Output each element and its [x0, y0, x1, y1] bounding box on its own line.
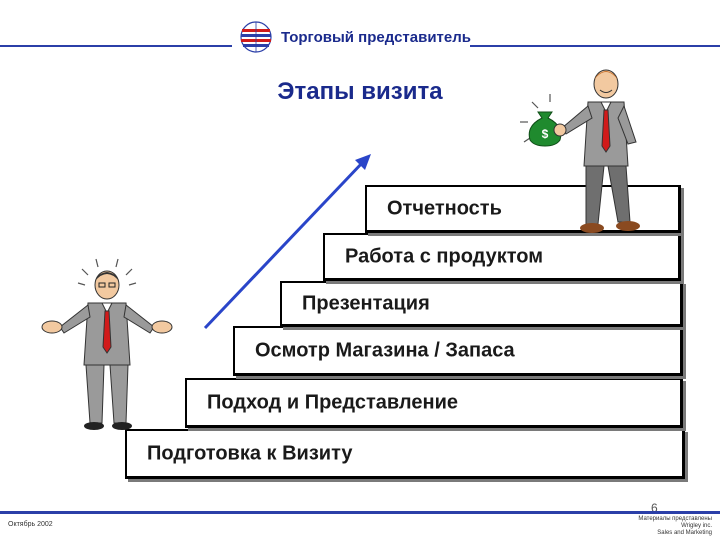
header-line-right — [470, 45, 720, 47]
step-product-work: Работа с продуктом — [323, 233, 681, 281]
step-label: Подход и Представление — [207, 391, 458, 413]
company-logo-icon — [240, 21, 272, 53]
step-preparation: Подготовка к Визиту — [125, 429, 685, 479]
step-label: Работа с продуктом — [345, 245, 544, 267]
step-store-check: Осмотр Магазина / Запаса — [233, 326, 683, 376]
header-line-left — [0, 45, 232, 47]
step-label: Презентация — [302, 292, 430, 314]
step-label: Осмотр Магазина / Запаса — [255, 339, 515, 361]
slide-title: Этапы визита — [277, 78, 443, 105]
successful-salesman-icon: $ — [520, 69, 640, 233]
footer-line — [0, 511, 720, 514]
progress-arrow-icon — [203, 154, 371, 330]
step-approach: Подход и Представление — [185, 378, 683, 428]
confused-salesman-icon — [41, 258, 173, 430]
footer-credits: Материалы представлены Wrigley inc. Sale… — [592, 516, 712, 537]
footer-date: Октябрь 2002 — [8, 521, 53, 528]
svg-text:$: $ — [542, 127, 549, 141]
footer-credit-line: Материалы представлены — [638, 516, 712, 522]
header-title: Торговый представитель — [281, 29, 471, 46]
step-label: Подготовка к Визиту — [147, 442, 353, 464]
step-presentation: Презентация — [280, 281, 683, 327]
footer-credit-line: Sales and Marketing — [657, 530, 712, 536]
step-label: Отчетность — [387, 197, 502, 219]
page-number: 6 — [651, 501, 658, 515]
footer-credit-line: Wrigley inc. — [681, 523, 712, 529]
